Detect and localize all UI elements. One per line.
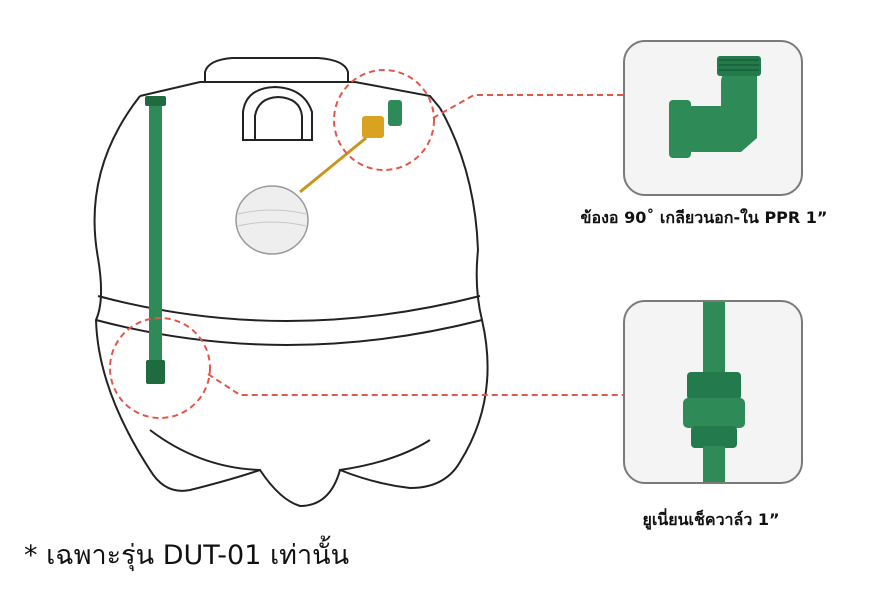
union-check-valve-caption: ยูเนี่ยนเช็ควาล์ว 1” xyxy=(586,508,836,533)
ppr-elbow-icon xyxy=(625,42,801,194)
tank-foot-left xyxy=(150,430,260,470)
model-footnote: * เฉพาะรุ่น DUT-01 เท่านั้น xyxy=(24,533,349,576)
brass-valve xyxy=(362,116,384,138)
float-valve xyxy=(236,100,402,254)
inlet-pipe xyxy=(145,96,166,384)
elbow-fitting-thumbnail xyxy=(623,40,803,196)
union-check-valve-thumbnail xyxy=(623,300,803,484)
float-arm xyxy=(300,138,366,192)
union-check-valve-icon xyxy=(625,302,801,482)
leader-line-elbow xyxy=(433,95,623,118)
elbow-fitting-caption: ข้องอ 90˚ เกลียวนอก-ใน PPR 1” xyxy=(544,206,864,231)
tank-foot-right xyxy=(340,440,430,470)
elbow-fitting-small xyxy=(388,100,402,126)
float-ball xyxy=(236,186,308,254)
tank-lid xyxy=(205,58,348,82)
leader-line-union xyxy=(208,374,623,395)
tank-vent-inner xyxy=(255,97,302,140)
